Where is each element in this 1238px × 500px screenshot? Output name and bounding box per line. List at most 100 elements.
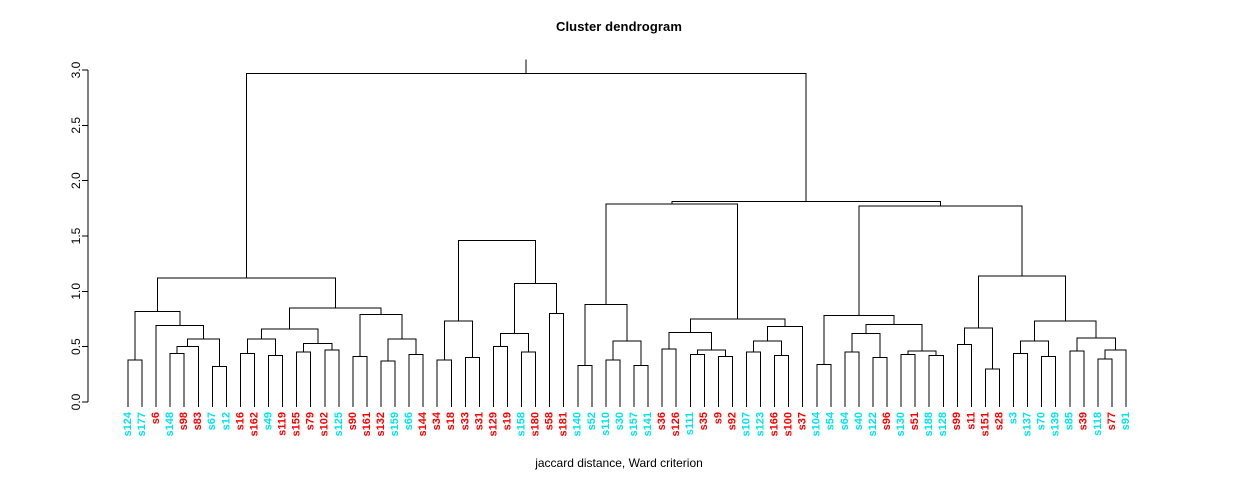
- leaf-label: s124: [122, 411, 134, 436]
- leaf-label: s159: [389, 412, 401, 436]
- leaf-label: s79: [305, 412, 317, 430]
- leaf-label: s30: [614, 412, 626, 430]
- dendrogram-link: [492, 346, 509, 402]
- dendrogram-link: [134, 310, 181, 360]
- dendrogram-link: [352, 356, 368, 402]
- dendrogram-link: [774, 355, 790, 402]
- dendrogram-link: [577, 364, 593, 402]
- leaf-label: s77: [1106, 412, 1118, 430]
- dendrogram-link: [858, 205, 1023, 316]
- leaf-label: s49: [262, 412, 274, 430]
- dendrogram-link: [928, 355, 944, 402]
- dendrogram-link: [443, 320, 473, 360]
- leaf-label: s52: [586, 412, 598, 430]
- dendrogram-link: [984, 368, 1000, 402]
- leaf-label: s40: [853, 412, 865, 430]
- dendrogram-link: [605, 203, 739, 319]
- leaf-label: s99: [951, 412, 963, 430]
- dendrogram-link: [1041, 356, 1057, 402]
- dendrogram-link: [239, 352, 256, 402]
- leaf-label: s16: [234, 412, 246, 430]
- dendrogram-link: [187, 338, 220, 367]
- dendrogram-link: [359, 314, 403, 357]
- y-axis-tick-label: 0.5: [69, 338, 83, 355]
- leaf-label: s96: [881, 412, 893, 430]
- dendrogram-link: [1020, 340, 1050, 357]
- dendrogram-link: [408, 353, 424, 402]
- leaf-label: s128: [937, 412, 949, 436]
- leaf-label: s51: [909, 412, 921, 430]
- leaf-label: s39: [1078, 412, 1090, 430]
- dendrogram-link: [464, 357, 480, 402]
- dendrogram-link: [549, 312, 565, 402]
- leaf-label: s110: [600, 412, 612, 436]
- dendrogram-link: [605, 359, 621, 402]
- leaf-label: s137: [1022, 412, 1034, 436]
- leaf-label: s177: [136, 412, 148, 436]
- leaf-label: s180: [530, 412, 542, 436]
- dendrogram-link: [521, 351, 537, 402]
- dendrogram-link: [767, 326, 804, 402]
- dendrogram-link: [717, 356, 733, 402]
- dendrogram-link: [977, 275, 1066, 328]
- y-axis-tick-label: 0.0: [69, 393, 83, 410]
- dendrogram-link: [387, 338, 417, 362]
- leaf-label: s122: [867, 412, 879, 436]
- leaf-label: s36: [656, 412, 668, 430]
- dendrogram-tree: [127, 59, 1127, 402]
- dendrogram-link: [380, 360, 396, 402]
- leaf-label: s85: [1064, 412, 1076, 430]
- dendrogram-link: [169, 352, 185, 402]
- dendrogram-link: [963, 327, 993, 369]
- leaf-label: s90: [347, 412, 359, 430]
- leaf-label: s98: [178, 412, 190, 430]
- leaf-label: s64: [839, 411, 851, 430]
- leaf-label: s139: [1050, 412, 1062, 436]
- dendrogram-link: [1097, 358, 1113, 402]
- dendrogram-link: [436, 359, 452, 402]
- dendrogram-link: [753, 340, 783, 356]
- leaf-label: s34: [431, 411, 443, 430]
- dendrogram-link: [155, 325, 205, 402]
- dendrogram-link: [865, 324, 923, 352]
- dendrogram-link: [457, 239, 537, 322]
- dendrogram-link: [1104, 349, 1127, 402]
- dendrogram-link: [661, 348, 677, 402]
- leaf-label: s91: [1120, 412, 1132, 430]
- leaf-label: s111: [684, 412, 696, 435]
- leaf-label: s83: [192, 412, 204, 430]
- leaf-label: s126: [670, 412, 682, 436]
- dendrogram-link: [689, 318, 786, 333]
- dendrogram-link: [156, 277, 336, 312]
- dendrogram-link: [844, 351, 860, 402]
- dendrogram-link: [261, 328, 319, 344]
- dendrogram-link: [633, 364, 649, 402]
- dendrogram-link: [499, 332, 530, 353]
- leaf-label: s19: [501, 412, 513, 430]
- leaf-label: s148: [164, 412, 176, 436]
- leaf-label: s37: [797, 412, 809, 430]
- dendrogram-link: [211, 366, 227, 402]
- y-axis-tick-label: 2.5: [69, 117, 83, 134]
- leaf-label: s12: [220, 412, 232, 430]
- leaf-label: s140: [572, 412, 584, 436]
- y-axis-tick-label: 2.0: [69, 172, 83, 189]
- leaf-label: s100: [783, 412, 795, 436]
- leaf-label: s54: [825, 411, 837, 430]
- leaf-label: s144: [417, 411, 429, 436]
- leaf-label: s3: [1007, 412, 1019, 424]
- dendrogram-link: [900, 353, 916, 402]
- dendrogram-link: [127, 359, 143, 402]
- leaf-label: s181: [558, 412, 570, 436]
- dendrogram-link: [324, 349, 340, 402]
- leaf-label: s35: [698, 412, 710, 430]
- dendrogram-link: [176, 346, 199, 402]
- leaf-label: s158: [515, 412, 527, 436]
- dendrogram-link: [584, 304, 628, 366]
- y-axis: 0.00.51.01.52.02.53.0: [69, 61, 89, 410]
- leaf-label: s188: [923, 412, 935, 436]
- page-title: Cluster dendrogram: [555, 19, 683, 34]
- leaf-label: s166: [768, 412, 780, 436]
- dendrogram-link: [1013, 352, 1029, 402]
